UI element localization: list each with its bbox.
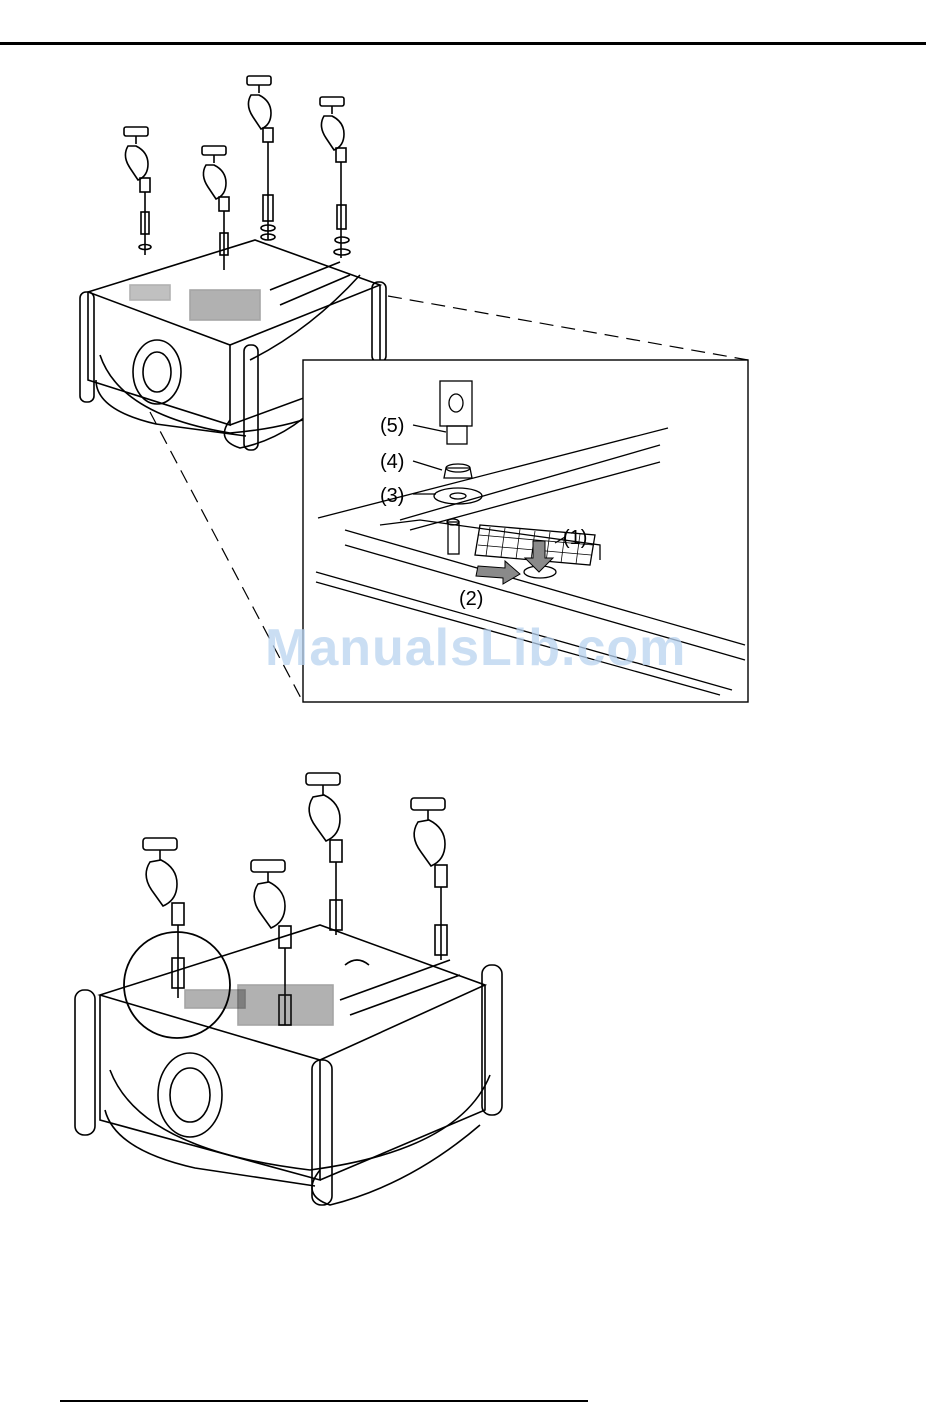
clamp-7 [306,773,342,935]
bottom-rule [60,1400,588,1402]
callout-2: (2) [459,589,483,609]
callout-1: (1) [563,528,587,548]
projector-assembled-view [75,773,502,1205]
callout-5: (5) [380,416,404,436]
clamp-3 [247,76,275,240]
highlight-circle [124,932,230,1038]
clamp-8 [411,798,447,960]
callout-4: (4) [380,452,404,472]
watermark: ManualsLib.com [265,618,686,678]
clamp-2 [202,146,229,270]
callout-3: (3) [380,486,404,506]
clamp-1 [124,127,151,255]
clamp-4 [320,97,350,258]
